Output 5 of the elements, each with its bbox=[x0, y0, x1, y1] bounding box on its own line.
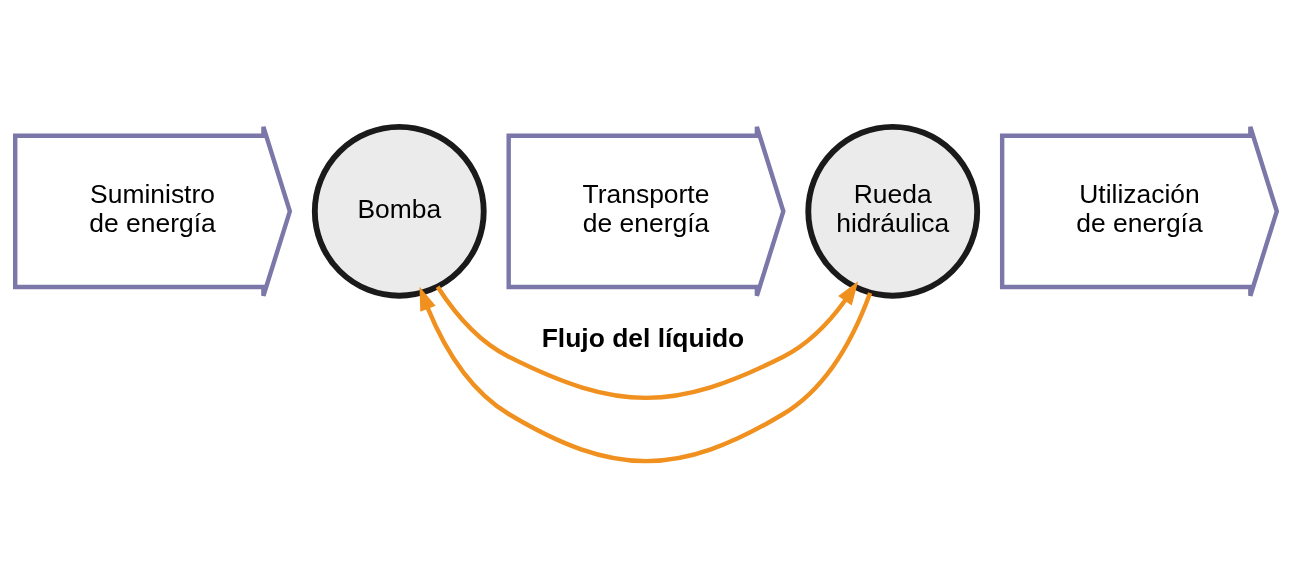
node-circle: Rueda hidráulica bbox=[805, 123, 981, 299]
arrow bbox=[419, 286, 873, 463]
arrow bbox=[435, 280, 859, 400]
node-circle: Bomba bbox=[311, 123, 487, 299]
edge-label: Flujo del líquido bbox=[541, 322, 745, 353]
